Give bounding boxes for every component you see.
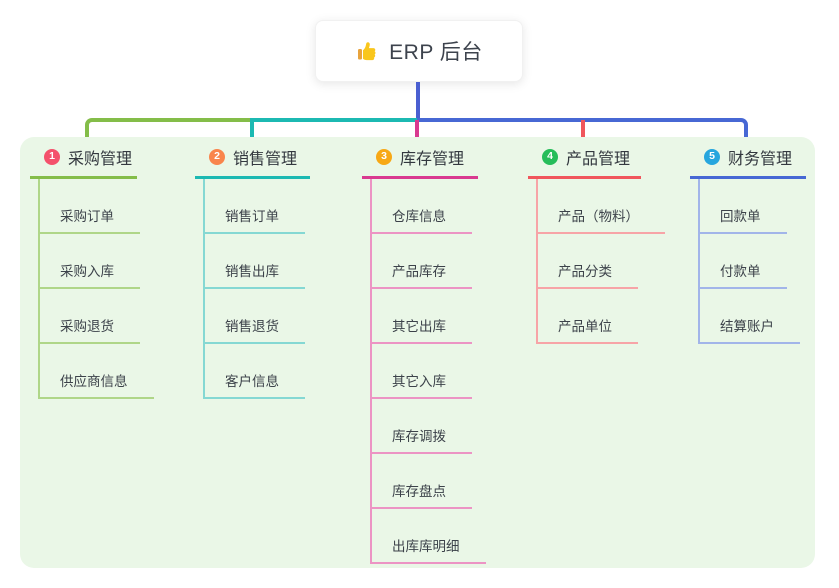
child-row: 其它出库 [372,289,486,344]
child-node[interactable]: 产品库存 [372,260,472,289]
child-node[interactable]: 供应商信息 [40,370,154,399]
child-node[interactable]: 其它入库 [372,370,472,399]
branch-label: 库存管理 [400,150,465,168]
branch-children-4: 产品（物料） 产品分类产品单位 [536,179,665,344]
child-row: 销售订单 [205,179,305,234]
child-row: 付款单 [700,234,800,289]
branch-label: 产品管理 [566,150,631,168]
branch-children-2: 销售订单销售出库销售退货客户信息 [203,179,305,399]
child-node[interactable]: 销售出库 [205,260,305,289]
child-node[interactable]: 仓库信息 [372,205,472,234]
branch-badge-3: 3 [376,148,392,165]
branch-children-1: 采购订单采购入库采购退货供应商信息 [38,179,154,399]
branch-3: 3 库存管理仓库信息产品库存其它出库其它入库库存调拨库存盘点出库库明细 [362,146,486,564]
child-node[interactable]: 销售退货 [205,315,305,344]
branch-1: 1 采购管理采购订单采购入库采购退货供应商信息 [30,146,154,399]
child-row: 出库库明细 [372,509,486,564]
child-node[interactable]: 采购退货 [40,315,140,344]
connector-drop-branch4 [581,120,585,144]
branch-badge-5: 5 [704,148,720,165]
child-row: 回款单 [700,179,800,234]
child-node[interactable]: 采购订单 [40,205,140,234]
child-row: 客户信息 [205,344,305,399]
connector-drop-branch2 [250,118,254,144]
connector-elbow-branch1 [85,118,252,144]
child-node[interactable]: 产品单位 [538,315,638,344]
child-node[interactable]: 产品分类 [538,260,638,289]
branch-header-3[interactable]: 3 库存管理 [362,146,478,179]
child-node[interactable]: 采购入库 [40,260,140,289]
thumbs-up-icon [355,39,379,63]
child-row: 销售出库 [205,234,305,289]
child-node[interactable]: 其它出库 [372,315,472,344]
branch-children-5: 回款单付款单结算账户 [698,179,800,344]
branch-label: 采购管理 [68,150,133,168]
child-node[interactable]: 销售订单 [205,205,305,234]
child-row: 产品单位 [538,289,665,344]
branch-label: 销售管理 [233,150,298,168]
child-row: 库存调拨 [372,399,486,454]
child-node[interactable]: 出库库明细 [372,535,486,564]
branch-4: 4 产品管理产品（物料） 产品分类产品单位 [528,146,665,344]
branch-header-2[interactable]: 2 销售管理 [195,146,310,179]
child-row: 仓库信息 [372,179,486,234]
child-row: 库存盘点 [372,454,486,509]
connector-segment-branch2 [252,118,417,122]
connector-drop-branch3 [415,120,419,144]
branches-panel [20,137,815,568]
child-node[interactable]: 产品（物料） [538,205,665,234]
child-row: 销售退货 [205,289,305,344]
branch-2: 2 销售管理销售订单销售出库销售退货客户信息 [195,146,310,399]
child-row: 采购入库 [40,234,154,289]
child-node[interactable]: 库存盘点 [372,480,472,509]
child-row: 结算账户 [700,289,800,344]
child-row: 供应商信息 [40,344,154,399]
branch-5: 5 财务管理回款单付款单结算账户 [690,146,806,344]
branch-header-1[interactable]: 1 采购管理 [30,146,137,179]
root-title: ERP 后台 [389,41,483,64]
child-node[interactable]: 回款单 [700,205,787,234]
child-row: 采购退货 [40,289,154,344]
branch-badge-4: 4 [542,148,558,165]
child-node[interactable]: 付款单 [700,260,787,289]
child-node[interactable]: 结算账户 [700,315,800,344]
branch-header-5[interactable]: 5 财务管理 [690,146,806,179]
child-row: 产品库存 [372,234,486,289]
branch-badge-2: 2 [209,148,225,165]
child-row: 产品（物料） [538,179,665,234]
child-row: 采购订单 [40,179,154,234]
branch-header-4[interactable]: 4 产品管理 [528,146,641,179]
connector-root-vertical [416,82,420,122]
child-row: 产品分类 [538,234,665,289]
branch-label: 财务管理 [728,150,793,168]
root-node-erp[interactable]: ERP 后台 [315,20,523,82]
child-node[interactable]: 库存调拨 [372,425,472,454]
child-node[interactable]: 客户信息 [205,370,305,399]
branch-children-3: 仓库信息产品库存其它出库其它入库库存调拨库存盘点出库库明细 [370,179,486,564]
branch-badge-1: 1 [44,148,60,165]
child-row: 其它入库 [372,344,486,399]
